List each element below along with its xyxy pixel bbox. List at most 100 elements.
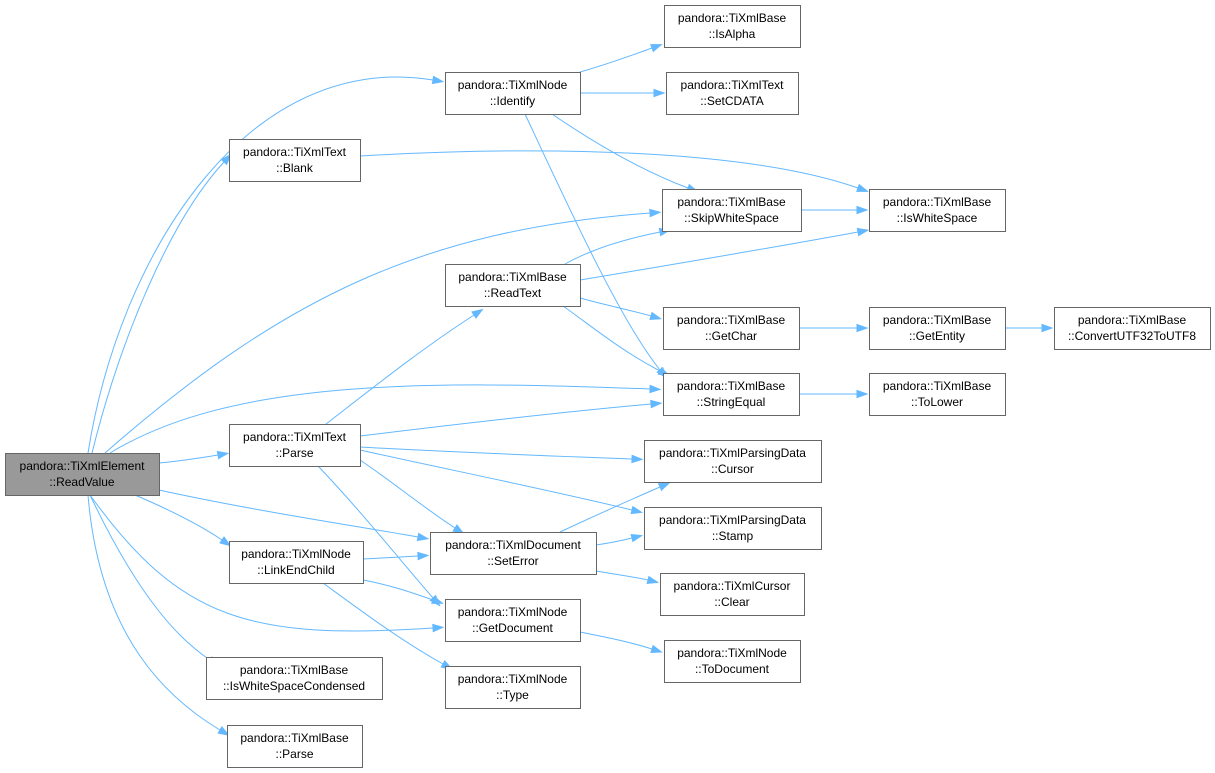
node-text-blank[interactable]: pandora::TiXmlText::Blank [229, 139, 361, 182]
edge-line [317, 465, 434, 599]
node-doc-seterror[interactable]: pandora::TiXmlDocument::SetError [430, 532, 597, 575]
node-method-label: ::Parse [275, 747, 313, 761]
node-method-label: ::IsWhiteSpaceCondensed [223, 679, 365, 693]
edge-node_linkend-to-node_getdoc [362, 579, 444, 604]
node-method-label: ::SetCDATA [700, 94, 764, 108]
node-box [206, 657, 383, 700]
edge-root-to-base_skipws [104, 208, 662, 454]
edge-line [595, 570, 649, 581]
arrowhead-icon [630, 533, 644, 543]
node-root[interactable]: pandora::TiXmlElement::ReadValue [5, 453, 160, 496]
node-box [660, 573, 805, 616]
node-base-tolower[interactable]: pandora::TiXmlBase::ToLower [869, 373, 1006, 416]
node-base-getentity[interactable]: pandora::TiXmlBase::GetEntity [869, 307, 1006, 350]
node-node-todoc[interactable]: pandora::TiXmlNode::ToDocument [664, 640, 801, 683]
arrowhead-icon [657, 482, 671, 492]
edge-line [559, 486, 661, 533]
arrowhead-icon [646, 575, 660, 585]
node-text-setcdata[interactable]: pandora::TiXmlText::SetCDATA [666, 72, 799, 115]
edge-base_strequal-to-base_tolower [799, 389, 869, 399]
edge-line [89, 494, 211, 661]
arrowhead-icon [649, 384, 662, 394]
edge-line [325, 314, 475, 425]
node-base-getchar[interactable]: pandora::TiXmlBase::GetChar [663, 307, 800, 350]
node-node-identify[interactable]: pandora::TiXmlNode::Identify [445, 72, 581, 115]
arrowhead-icon [216, 450, 230, 460]
node-box [666, 72, 799, 115]
node-base-parse[interactable]: pandora::TiXmlBase::Parse [227, 725, 363, 768]
arrowhead-icon [417, 551, 430, 561]
node-class-label: pandora::TiXmlNode [241, 547, 351, 561]
arrowhead-icon [649, 311, 663, 321]
edge-root-to-text_blank [91, 153, 232, 454]
node-base-isalpha[interactable]: pandora::TiXmlBase::IsAlpha [664, 5, 801, 48]
node-base-strequal[interactable]: pandora::TiXmlBase::StringEqual [663, 373, 800, 416]
node-method-label: ::GetChar [705, 329, 757, 343]
arrowhead-icon [650, 644, 663, 653]
node-class-label: pandora::TiXmlNode [677, 646, 787, 660]
node-base-iswscond[interactable]: pandora::TiXmlBase::IsWhiteSpaceCondense… [206, 657, 383, 700]
edge-node_linkend-to-doc_seterror [362, 551, 430, 561]
arrowhead-icon [219, 536, 232, 547]
node-box [664, 640, 801, 683]
node-method-label: ::ReadText [484, 286, 542, 300]
node-pd-stamp[interactable]: pandora::TiXmlParsingData::Stamp [644, 507, 822, 550]
edge-line [562, 305, 661, 372]
edge-text_blank-to-base_isws [359, 150, 869, 192]
arrowhead-icon [856, 323, 869, 333]
edge-base_getchar-to-base_getentity [799, 323, 869, 333]
node-method-label: ::Identify [490, 94, 535, 108]
node-text-parse[interactable]: pandora::TiXmlText::Parse [229, 424, 361, 467]
node-base-convutf[interactable]: pandora::TiXmlBase::ConvertUTF32ToUTF8 [1054, 307, 1211, 350]
edge-doc_seterror-to-pd_stamp [595, 533, 644, 546]
node-node-linkend[interactable]: pandora::TiXmlNode::LinkEndChild [229, 541, 364, 584]
edge-doc_seterror-to-cursor_clear [595, 570, 660, 585]
node-base-readtext[interactable]: pandora::TiXmlBase::ReadText [445, 264, 581, 307]
node-class-label: pandora::TiXmlBase [678, 11, 787, 25]
arrowhead-icon [432, 623, 445, 633]
arrowhead-icon [856, 227, 870, 237]
node-cursor-clear[interactable]: pandora::TiXmlCursor::Clear [660, 573, 805, 616]
node-box [445, 72, 581, 115]
node-pd-cursor[interactable]: pandora::TiXmlParsingData::Cursor [644, 440, 822, 483]
edge-line [104, 212, 651, 454]
edge-line [359, 446, 633, 460]
edge-node_getdoc-to-node_todoc [579, 631, 663, 653]
edge-line [87, 76, 434, 454]
node-node-getdoc[interactable]: pandora::TiXmlNode::GetDocument [445, 599, 581, 642]
node-box [869, 189, 1006, 232]
node-method-label: ::SkipWhiteSpace [684, 211, 779, 225]
arrowhead-icon [653, 88, 666, 98]
edge-root-to-text_parse [158, 450, 230, 464]
node-node-type[interactable]: pandora::TiXmlNode::Type [445, 666, 581, 709]
edge-text_parse-to-base_readtext [325, 308, 484, 425]
edge-text_parse-to-pd_cursor [359, 446, 644, 464]
node-method-label: ::ToDocument [695, 662, 770, 676]
node-class-label: pandora::TiXmlParsingData [659, 446, 806, 460]
edge-text_parse-to-doc_seterror [359, 459, 465, 535]
node-method-label: ::Stamp [712, 529, 754, 543]
node-box [445, 599, 581, 642]
arrowhead-icon [649, 208, 662, 218]
edge-line [579, 47, 653, 73]
edge-line [359, 403, 652, 437]
edge-root-to-node_linkend [134, 494, 232, 547]
arrowhead-icon [1041, 323, 1054, 333]
edge-line [362, 579, 434, 601]
node-box [869, 307, 1006, 350]
edge-line [579, 297, 652, 317]
node-class-label: pandora::TiXmlBase [883, 195, 992, 209]
node-method-label: ::Type [496, 688, 529, 702]
edge-line [322, 582, 444, 665]
node-method-label: ::Parse [275, 446, 313, 460]
edge-line [87, 494, 221, 731]
node-base-skipws[interactable]: pandora::TiXmlBase::SkipWhiteSpace [662, 189, 802, 232]
node-class-label: pandora::TiXmlParsingData [659, 513, 806, 527]
node-layer: pandora::TiXmlElement::ReadValuepandora:… [5, 5, 1211, 768]
node-base-isws[interactable]: pandora::TiXmlBase::IsWhiteSpace [869, 189, 1006, 232]
edge-line [359, 459, 456, 529]
arrowhead-icon [416, 532, 430, 542]
node-box [644, 507, 822, 550]
edge-line [579, 231, 859, 281]
